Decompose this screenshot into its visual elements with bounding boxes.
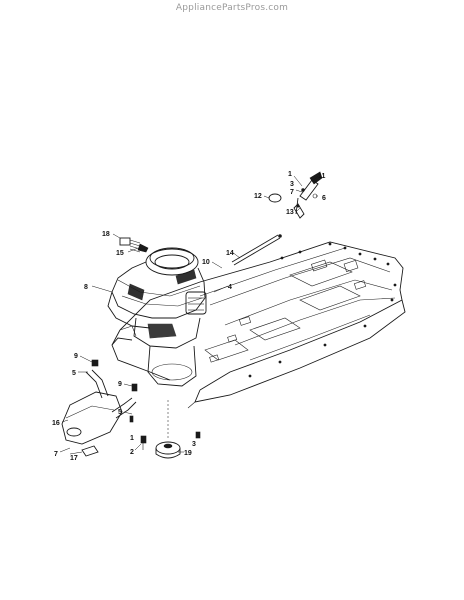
callout-1: 1 [288,171,292,178]
callout-8: 8 [84,284,88,291]
callout-13: 13 [286,209,294,216]
callout-11: 11 [318,173,326,180]
part-18-15-bolt [119,237,149,253]
callout-16: 16 [52,420,60,427]
callout-3: 3 [290,181,294,188]
muffler-assembly [61,369,137,457]
callout-6: 6 [322,195,326,202]
callout-9b: 9 [118,381,122,388]
watermark: AppliancePartsPros.com [175,3,289,13]
callout-7b: 7 [54,451,58,458]
pulley-hardware [91,359,201,459]
callout-1b: 1 [130,435,134,442]
callout-7: 7 [290,189,294,196]
callout-18: 18 [102,231,110,238]
callout-19: 19 [184,450,192,457]
callout-9: 9 [74,353,78,360]
throttle-bracket-assembly [268,171,323,219]
callout-4: 4 [228,284,232,291]
callout-17: 17 [70,455,78,462]
callout-5: 5 [72,370,76,377]
callout-14: 14 [226,250,234,257]
callout-10: 10 [202,259,210,266]
callout-12: 12 [254,193,262,200]
leader-lines [59,175,319,455]
callout-3b: 3 [192,441,196,448]
callout-5b: 5 [118,409,122,416]
engine [107,247,207,387]
callout-labels: 18 15 8 10 14 4 9 5 9 5 16 7 17 2 19 12 … [52,171,326,462]
callout-2: 2 [130,449,134,456]
callout-15: 15 [116,250,124,257]
